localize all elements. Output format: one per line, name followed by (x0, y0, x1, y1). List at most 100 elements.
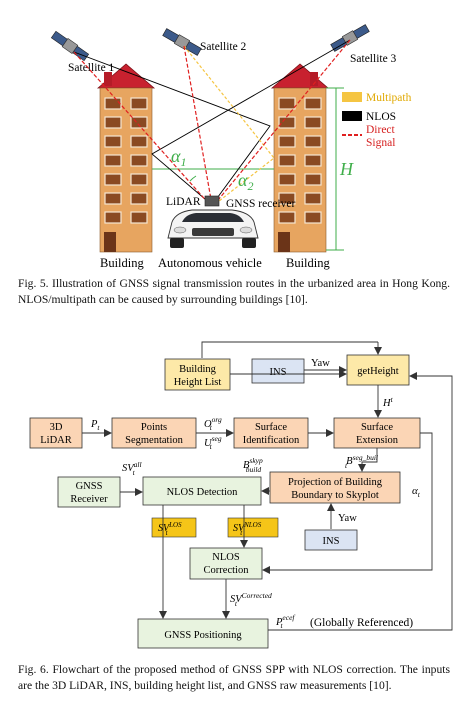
vehicle-label: Autonomous vehicle (158, 256, 262, 270)
window (304, 135, 322, 148)
fig6-caption: Fig. 6. Flowchart of the proposed method… (18, 663, 450, 692)
window (130, 211, 148, 224)
svg-text:Height List: Height List (174, 377, 222, 388)
satellite-1-label: Satellite 1 (68, 62, 115, 74)
building-left-label: Building (100, 256, 145, 270)
svg-text:Boundary to Skyplot: Boundary to Skyplot (291, 490, 379, 501)
edge-label-yaw-bottom: Yaw (338, 513, 357, 524)
svg-text:INS: INS (270, 367, 287, 378)
svg-text:Receiver: Receiver (70, 494, 108, 505)
window (304, 192, 322, 205)
window (304, 97, 322, 110)
satellite-1-icon (50, 30, 90, 62)
window (104, 135, 122, 148)
node-projection: Projection of Building Boundary to Skypl… (269, 471, 401, 504)
svg-text:getHeight: getHeight (357, 366, 398, 377)
window (104, 154, 122, 167)
window (304, 116, 322, 129)
legend-label-nlos: NLOS (366, 111, 396, 123)
svg-text:Segmentation: Segmentation (125, 435, 183, 446)
building-left-windows (104, 97, 148, 252)
svg-text:GNSS: GNSS (76, 481, 103, 492)
satellite-3-label: Satellite 3 (350, 53, 397, 65)
window (278, 97, 296, 110)
satellite-2-label: Satellite 2 (200, 41, 247, 53)
window (130, 97, 148, 110)
alpha2-label: α2 (238, 170, 253, 193)
window (104, 97, 122, 110)
svg-text:Points: Points (141, 422, 167, 433)
flowchart-edges (82, 341, 453, 631)
door (278, 232, 290, 252)
lidar-label: LiDAR (166, 196, 201, 208)
window (304, 154, 322, 167)
window (304, 211, 322, 224)
node-gnss-receiver: GNSS Receiver (57, 476, 121, 508)
svg-text:NLOS Detection: NLOS Detection (167, 487, 239, 498)
window (278, 192, 296, 205)
node-building-height-list: Building Height List (164, 358, 231, 391)
window (104, 173, 122, 186)
node-3d-lidar: 3D LiDAR (29, 417, 83, 449)
svg-text:Surface: Surface (255, 422, 287, 433)
window (130, 173, 148, 186)
fig6-flowchart: Building Height List INS getHeight 3D Li… (29, 341, 453, 649)
svg-text:Identification: Identification (243, 435, 300, 446)
window (278, 116, 296, 129)
nlos-signal-1 (73, 51, 271, 206)
node-nlos-detection: NLOS Detection (142, 476, 262, 506)
direct-signal-1 (73, 51, 211, 206)
nlos-signal-3 (151, 39, 351, 206)
svg-text:Building: Building (179, 364, 217, 375)
window (130, 154, 148, 167)
direct-signal-2 (183, 45, 213, 206)
node-get-height: getHeight (346, 354, 410, 386)
window (278, 135, 296, 148)
alpha1-label: α1 (171, 146, 186, 169)
node-surface-extension: Surface Extension (333, 417, 421, 449)
window (278, 211, 296, 224)
edge-label-yaw-top: Yaw (311, 358, 330, 369)
edge-label-h-t: Ht (382, 395, 394, 409)
window (104, 211, 122, 224)
node-surface-identification: Surface Identification (233, 417, 309, 449)
node-ins-top: INS (251, 358, 305, 384)
window (130, 135, 148, 148)
edge-label-globally-referenced: (Globally Referenced) (310, 617, 413, 629)
building-right-windows (278, 97, 322, 252)
legend-label-multipath: Multipath (366, 92, 412, 104)
window (278, 173, 296, 186)
height-label: H (339, 159, 354, 179)
node-ins-bottom: INS (304, 529, 358, 551)
multipath-signal (183, 45, 275, 206)
edge-label-alpha-t: αt (412, 485, 421, 499)
svg-text:Extension: Extension (356, 435, 399, 446)
fig5-caption: Fig. 5. Illustration of GNSS signal tran… (18, 277, 450, 306)
building-right-label: Building (286, 256, 331, 270)
node-nlos-correction: NLOS Correction (189, 547, 263, 580)
satellite-2-icon (162, 28, 202, 56)
satellite-3-icon (330, 24, 370, 52)
window (104, 192, 122, 205)
svg-text:Surface: Surface (361, 422, 393, 433)
svg-text:LiDAR: LiDAR (40, 435, 72, 446)
building-right (270, 63, 330, 253)
window (130, 116, 148, 129)
svg-text:Projection of Building: Projection of Building (288, 477, 383, 488)
svg-text:NLOS: NLOS (212, 552, 240, 563)
window (104, 116, 122, 129)
autonomous-vehicle-icon (167, 195, 259, 248)
window (278, 154, 296, 167)
window (304, 173, 322, 186)
